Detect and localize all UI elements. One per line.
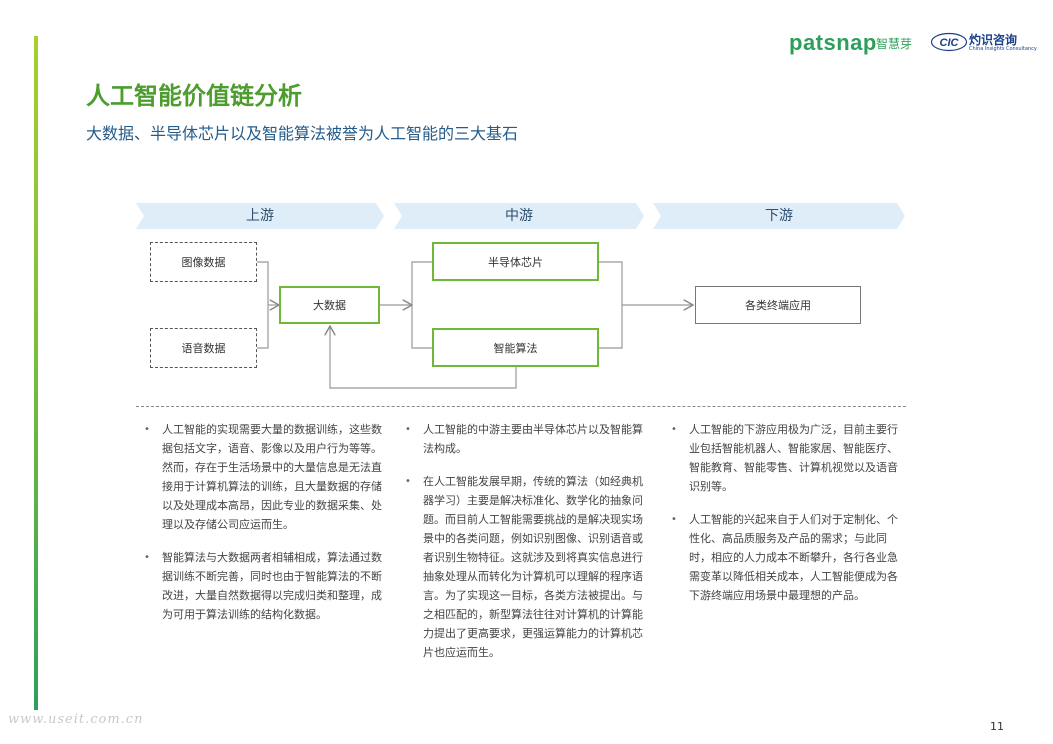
stage-downstream-label: 下游 bbox=[765, 208, 793, 224]
chip-label: 半导体芯片 bbox=[488, 255, 543, 269]
stage-downstream: 下游 bbox=[653, 203, 905, 229]
section-divider bbox=[136, 406, 906, 407]
watermark: www.useit.com.cn bbox=[8, 712, 144, 727]
big-data-box: 大数据 bbox=[279, 286, 380, 324]
cic-logo-mark: CIC bbox=[940, 37, 960, 49]
page-number: 11 bbox=[990, 720, 1004, 733]
chip-box: 半导体芯片 bbox=[432, 242, 599, 281]
downstream-bullet: 人工智能的兴起来自于人们对于定制化、个性化、高品质服务及产品的需求；与此同时，相… bbox=[671, 510, 906, 605]
algorithm-label: 智能算法 bbox=[493, 341, 538, 355]
midstream-bullet: 人工智能的中游主要由半导体芯片以及智能算法构成。 bbox=[405, 420, 653, 458]
stage-upstream: 上游 bbox=[136, 203, 384, 229]
terminal-app-box: 各类终端应用 bbox=[695, 286, 861, 324]
big-data-label: 大数据 bbox=[313, 299, 346, 312]
page-title: 人工智能价值链分析 bbox=[86, 82, 302, 110]
voice-data-label: 语音数据 bbox=[181, 342, 226, 355]
terminal-app-label: 各类终端应用 bbox=[745, 299, 811, 312]
cic-logo-icon: CIC bbox=[930, 32, 968, 52]
midstream-bullet: 在人工智能发展早期，传统的算法（如经典机器学习）主要是解决标准化、数学化的抽象问… bbox=[405, 472, 653, 662]
stage-midstream-chevron bbox=[394, 203, 644, 229]
downstream-column: 人工智能的下游应用极为广泛，目前主要行业包括智能机器人、智能家居、智能医疗、智能… bbox=[671, 420, 906, 619]
stage-upstream-label: 上游 bbox=[246, 208, 274, 224]
upstream-bullet: 智能算法与大数据两者相辅相成，算法通过数据训练不断完善，同时也由于智能算法的不断… bbox=[144, 548, 392, 624]
stage-midstream: 中游 bbox=[394, 203, 644, 229]
stage-downstream-chevron bbox=[653, 203, 905, 229]
algorithm-box: 智能算法 bbox=[432, 328, 599, 367]
patsnap-logo: patsnap bbox=[789, 30, 877, 55]
page-subtitle: 大数据、半导体芯片以及智能算法被誉为人工智能的三大基石 bbox=[86, 124, 519, 143]
stage-upstream-chevron bbox=[136, 203, 384, 229]
cic-logo-cn: 灼识咨询 bbox=[969, 33, 1018, 47]
upstream-column: 人工智能的实现需要大量的数据训练，这些数据包括文字，语音、影像以及用户行为等等。… bbox=[144, 420, 392, 638]
patsnap-logo-cn: 智慧芽 bbox=[876, 37, 913, 51]
image-data-box: 图像数据 bbox=[150, 242, 257, 282]
accent-bar bbox=[34, 36, 38, 710]
cic-logo-en: China Insights Consultancy bbox=[969, 46, 1037, 52]
downstream-bullet: 人工智能的下游应用极为广泛，目前主要行业包括智能机器人、智能家居、智能医疗、智能… bbox=[671, 420, 906, 496]
midstream-column: 人工智能的中游主要由半导体芯片以及智能算法构成。 在人工智能发展早期，传统的算法… bbox=[405, 420, 653, 676]
voice-data-box: 语音数据 bbox=[150, 328, 257, 368]
image-data-label: 图像数据 bbox=[181, 256, 226, 269]
upstream-bullet: 人工智能的实现需要大量的数据训练，这些数据包括文字，语音、影像以及用户行为等等。… bbox=[144, 420, 392, 534]
stage-midstream-label: 中游 bbox=[505, 208, 533, 224]
